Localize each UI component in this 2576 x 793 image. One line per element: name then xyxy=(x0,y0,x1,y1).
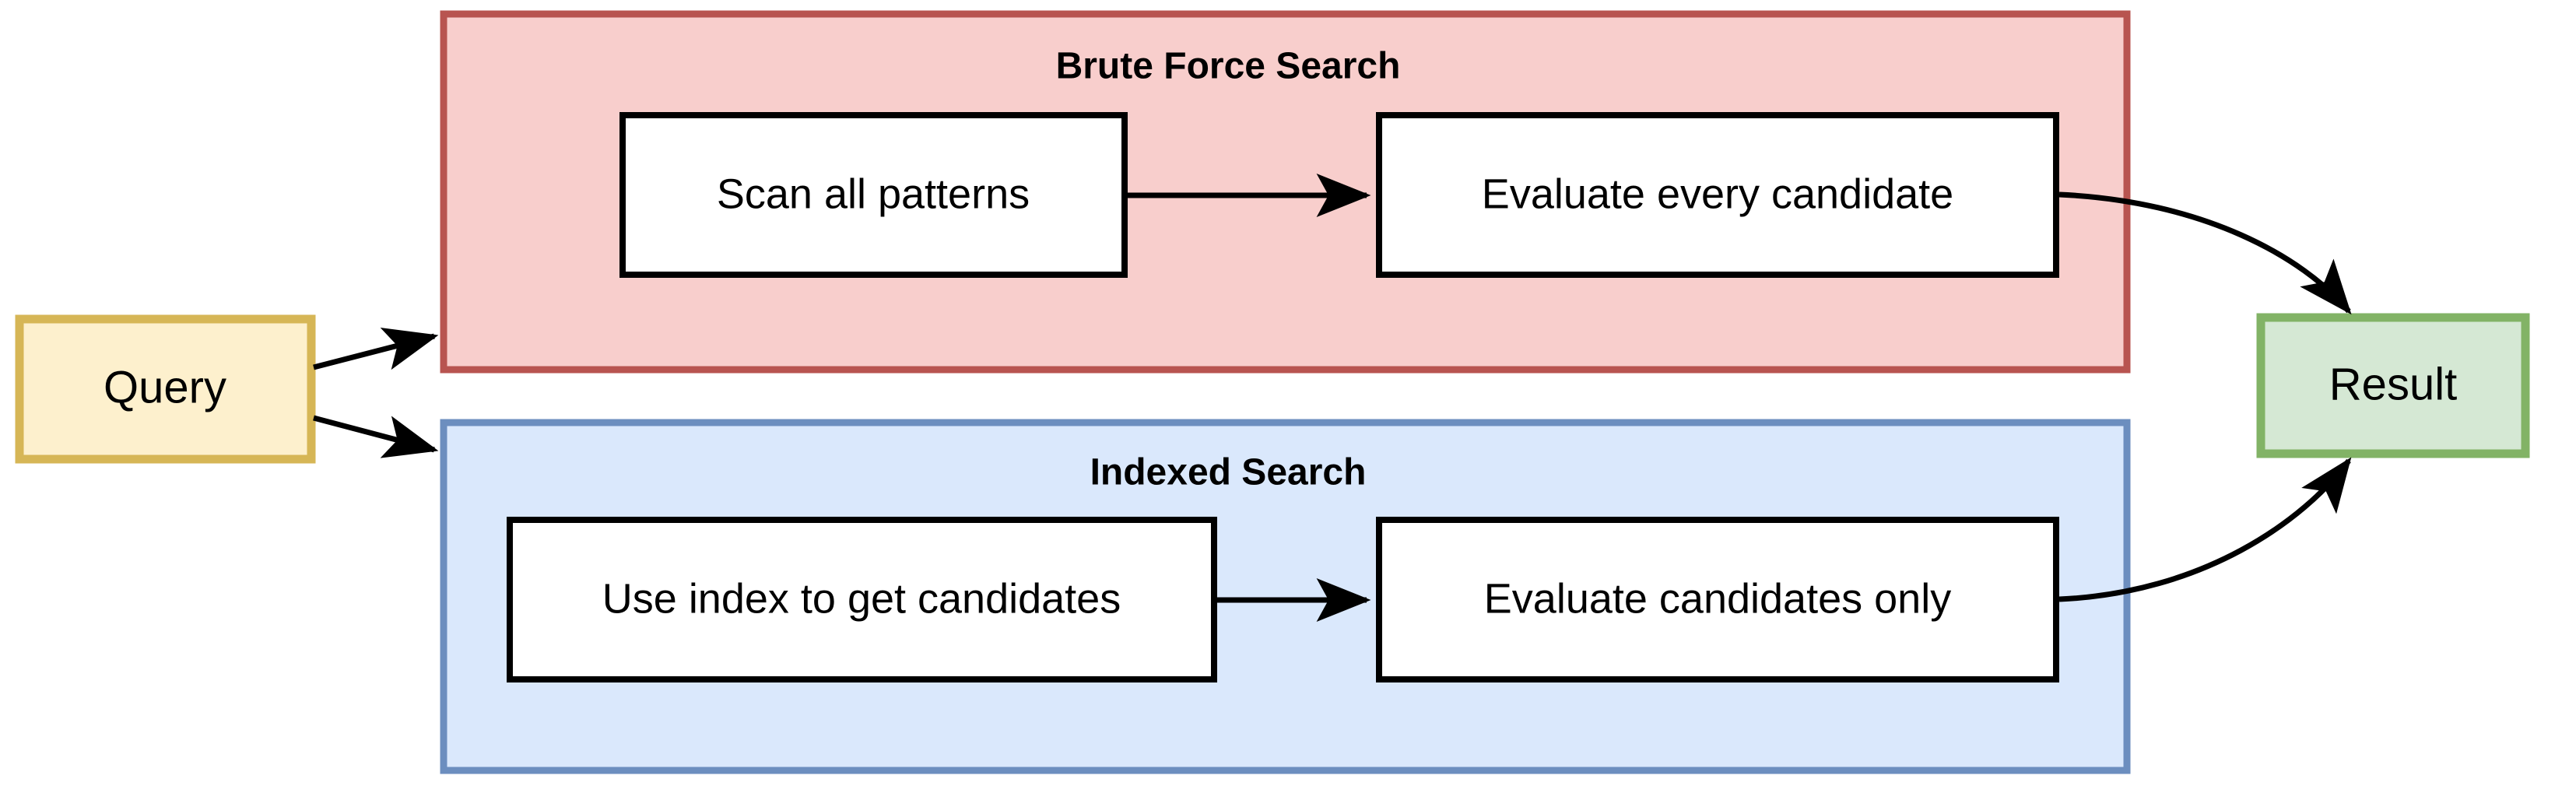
node-scan-all-patterns[interactable]: Scan all patterns xyxy=(619,112,1128,278)
node-query-label: Query xyxy=(104,362,226,412)
node-query[interactable]: Query xyxy=(15,314,316,464)
node-evaluate-candidates-only-box xyxy=(1376,517,2059,682)
node-query-box xyxy=(15,314,316,464)
node-scan-all-patterns-box xyxy=(619,112,1128,278)
arrow-indexed-search-to-result xyxy=(2058,457,2352,602)
node-evaluate-every-candidate-box xyxy=(1376,112,2059,278)
node-evaluate-candidates-only-label: Evaluate candidates only xyxy=(1484,575,1951,622)
arrow-query-to-brute-force xyxy=(313,327,439,370)
node-use-index-to-get-candidates[interactable]: Use index to get candidates xyxy=(507,517,1217,682)
group-indexed-search-title: Indexed Search xyxy=(1090,452,1367,493)
arrow-brute-force-to-result xyxy=(2058,191,2352,315)
node-evaluate-every-candidate[interactable]: Evaluate every candidate xyxy=(1376,112,2059,278)
node-evaluate-every-candidate-label: Evaluate every candidate xyxy=(1482,170,1953,217)
node-result-box xyxy=(2256,313,2530,458)
node-use-index-to-get-candidates-label: Use index to get candidates xyxy=(602,575,1121,622)
node-evaluate-candidates-only[interactable]: Evaluate candidates only xyxy=(1376,517,2059,682)
group-brute-force-search-title: Brute Force Search xyxy=(1056,46,1401,87)
node-scan-all-patterns-label: Scan all patterns xyxy=(717,170,1030,217)
arrow-query-to-indexed-search xyxy=(313,415,439,458)
node-result-label: Result xyxy=(2329,359,2457,409)
node-result[interactable]: Result xyxy=(2256,313,2530,458)
node-use-index-to-get-candidates-box xyxy=(507,517,1217,682)
